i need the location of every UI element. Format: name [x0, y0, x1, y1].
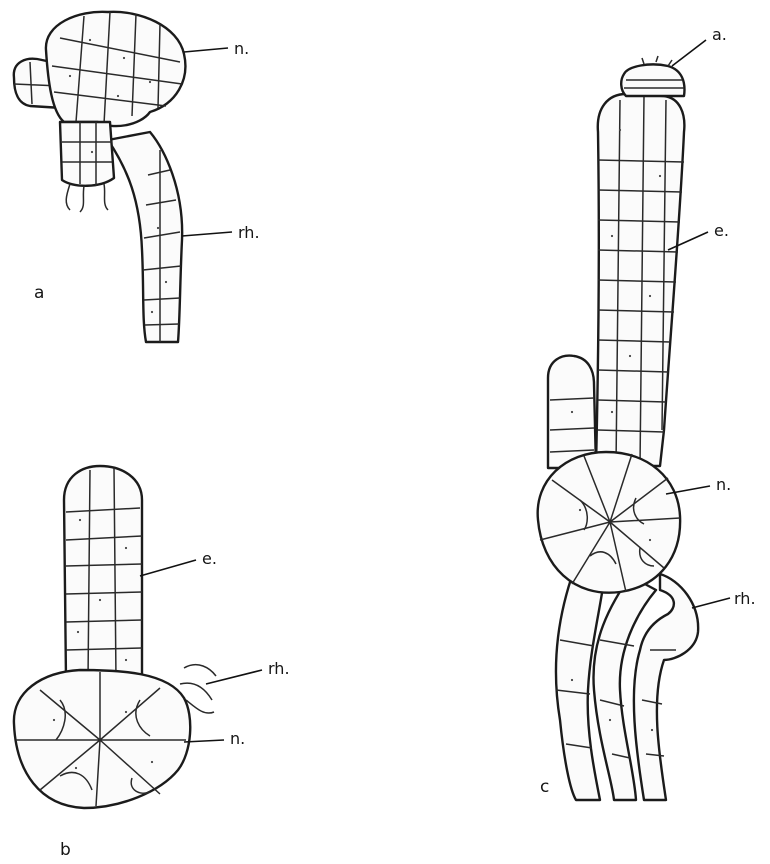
panel-a-rh-leader [182, 232, 232, 236]
panel-c-label-n: n. [716, 475, 731, 494]
panel-b-label-rh: rh. [268, 659, 290, 678]
panel-c-drawing [538, 56, 698, 800]
panel-a-nodule [46, 12, 185, 126]
panel-b-drawing [14, 466, 216, 808]
panel-b-label-n: n. [230, 729, 245, 748]
panel-a-n-leader [184, 48, 228, 52]
panel-b-label-e: e. [202, 549, 217, 568]
panel-c-letter: c [540, 777, 549, 797]
panel-c-label-e: e. [714, 221, 729, 240]
panel-c-label-a: a. [712, 25, 727, 44]
panel-a-rhizoid [108, 132, 182, 342]
panel-b-letter: b [60, 840, 71, 860]
panel-a-basal-cells [60, 122, 114, 186]
panel-c-a-leader [672, 40, 706, 66]
panel-a-label-rh: rh. [238, 223, 260, 242]
panel-c-rh-leader [692, 598, 730, 608]
panel-b-rh-leader [206, 670, 262, 684]
panel-a-label-n: n. [234, 39, 249, 58]
panel-c-label-rh: rh. [734, 589, 756, 608]
panel-b-e-leader [140, 560, 196, 576]
panel-a-letter: a [34, 283, 44, 303]
